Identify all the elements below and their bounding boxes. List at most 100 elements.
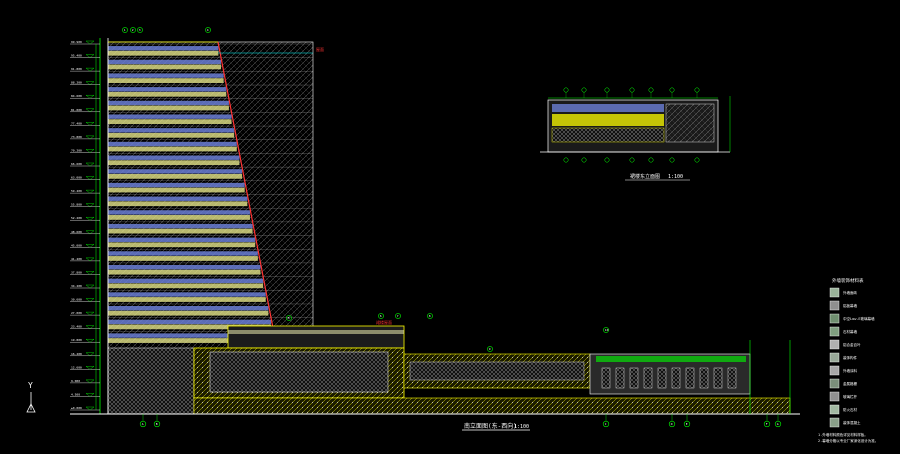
main-title: 南立面图(东-西向)	[464, 422, 517, 430]
detail-grid-panel	[665, 103, 715, 143]
detail-bubble-top	[629, 87, 635, 93]
tower-spandrel-band	[108, 146, 237, 152]
level-mark-text: 4.500	[71, 392, 80, 396]
detail-bubble-top	[581, 87, 587, 93]
detail-title: 裙楼东立面图	[630, 173, 660, 180]
tower-spandrel-band	[108, 160, 240, 166]
podium-base-strip	[193, 397, 791, 415]
legend-swatch	[829, 378, 840, 389]
tower-spandrel-band	[108, 256, 258, 261]
level-mark-text: 84.600	[71, 94, 82, 98]
east-window	[629, 367, 639, 389]
east-window	[699, 367, 709, 389]
east-window	[713, 367, 723, 389]
grid-bubble-bottom	[602, 420, 610, 428]
legend-swatch	[829, 287, 840, 298]
podium-curtain-wall	[209, 351, 389, 393]
grid-bubble-bottom	[153, 420, 161, 428]
tower-glass-band	[108, 196, 248, 201]
east-window	[727, 367, 737, 389]
grid-bubble-label: B	[156, 422, 158, 426]
legend-title: 外墙装饰材料表	[832, 277, 864, 284]
grid-bubble-label: 1	[124, 28, 126, 32]
level-mark-triangle	[85, 122, 95, 126]
podium-upper-block	[227, 325, 405, 349]
level-mark-text: 55.800	[71, 203, 82, 207]
tower-spandrel-band	[108, 105, 229, 111]
legend-swatch	[829, 300, 840, 311]
legend-items: 外墙面砖铝板幕墙中空Low-E玻璃幕墙石材幕墙铝合金百叶装饰构件外墙涂料金属格栅…	[829, 287, 875, 428]
tower-spandrel-band	[108, 64, 222, 70]
level-mark-triangle	[85, 217, 95, 221]
tower-glass-band	[108, 251, 258, 256]
detail-bubble-bottom	[669, 157, 675, 163]
tower-glass-band	[108, 141, 237, 147]
level-mark-text: 23.400	[71, 325, 82, 329]
podium-upper-band	[228, 330, 404, 334]
grid-bubble-top	[603, 327, 609, 333]
detail-yellow-band	[552, 114, 664, 126]
tower-spandrel-band	[108, 283, 264, 289]
level-mark-text: 95.400	[71, 54, 82, 58]
legend-swatch	[829, 326, 840, 337]
level-mark-triangle	[85, 189, 95, 194]
level-mark-text: 81.000	[71, 108, 82, 112]
tower-spandrel-band	[108, 215, 250, 220]
tower-glass-band	[108, 155, 240, 160]
material-legend: 外墙装饰材料表 外墙面砖铝板幕墙中空Low-E玻璃幕墙石材幕墙铝合金百叶装饰构件…	[818, 277, 878, 443]
tower-spandrel-band	[108, 91, 227, 97]
grid-bubble-label: 6	[380, 314, 382, 318]
level-mark-text: 45.000	[71, 243, 82, 247]
tower-spandrel-band	[108, 242, 256, 248]
detail-bubble-bottom	[581, 157, 587, 163]
legend-label: 石材幕墙	[843, 329, 857, 334]
tower-spandrel-band	[108, 269, 261, 275]
tower-spandrel-band	[108, 297, 266, 302]
grid-bubble-label: 5	[288, 316, 290, 320]
level-mark-text: 19.800	[71, 338, 82, 342]
ucs-icon: Y	[26, 381, 36, 413]
level-mark-text: 34.200	[71, 284, 82, 288]
level-mark-triangle	[85, 271, 95, 275]
podium-east-windows	[601, 367, 737, 389]
level-mark-triangle	[85, 352, 95, 357]
grid-bubble-top	[205, 27, 211, 33]
level-mark-triangle	[85, 311, 95, 316]
level-mark-text: 88.200	[71, 81, 82, 85]
level-mark-text: 48.600	[71, 230, 82, 234]
grid-bubble-label: A	[142, 422, 144, 426]
detail-glass-band-1	[552, 104, 664, 112]
east-window	[643, 367, 653, 389]
detail-bubble-bottom	[604, 157, 610, 163]
level-mark-triangle	[85, 81, 95, 85]
legend-swatch	[829, 352, 840, 363]
detail-bubble-top	[694, 87, 700, 93]
legend-label: 铝合金百叶	[843, 342, 861, 347]
detail-bubble-bottom	[563, 157, 569, 163]
level-mark-triangle	[85, 325, 95, 329]
tower-glass-band	[108, 46, 219, 51]
grid-bubble-top	[487, 346, 493, 352]
grid-bubble-label: 8	[429, 314, 431, 318]
grid-bubble-bottom	[668, 420, 676, 428]
level-mark-triangle	[85, 379, 95, 384]
grid-bubble-top	[122, 27, 128, 33]
level-mark-column: 99.90095.40091.80088.20084.60081.00077.4…	[70, 40, 100, 411]
legend-note-2: 2.幕墙分格以专业厂家深化设计为准。	[818, 438, 878, 443]
level-mark-triangle	[85, 244, 95, 248]
grid-bubble-label: 3	[139, 28, 141, 32]
grid-bubble-top	[286, 315, 292, 321]
east-window	[685, 367, 695, 389]
level-mark-text: 9.000	[71, 379, 80, 383]
tower-spandrel-band	[108, 324, 272, 330]
level-mark-text: 30.600	[71, 298, 82, 302]
level-mark-triangle	[85, 67, 95, 72]
legend-swatch	[829, 365, 840, 376]
level-mark-triangle	[85, 176, 95, 180]
level-mark-triangle	[85, 135, 95, 140]
legend-label: 防火石材	[843, 407, 857, 412]
grid-bubble-label: C	[605, 422, 607, 426]
level-mark-triangle	[85, 230, 95, 235]
ucs-label: Y	[28, 381, 33, 390]
